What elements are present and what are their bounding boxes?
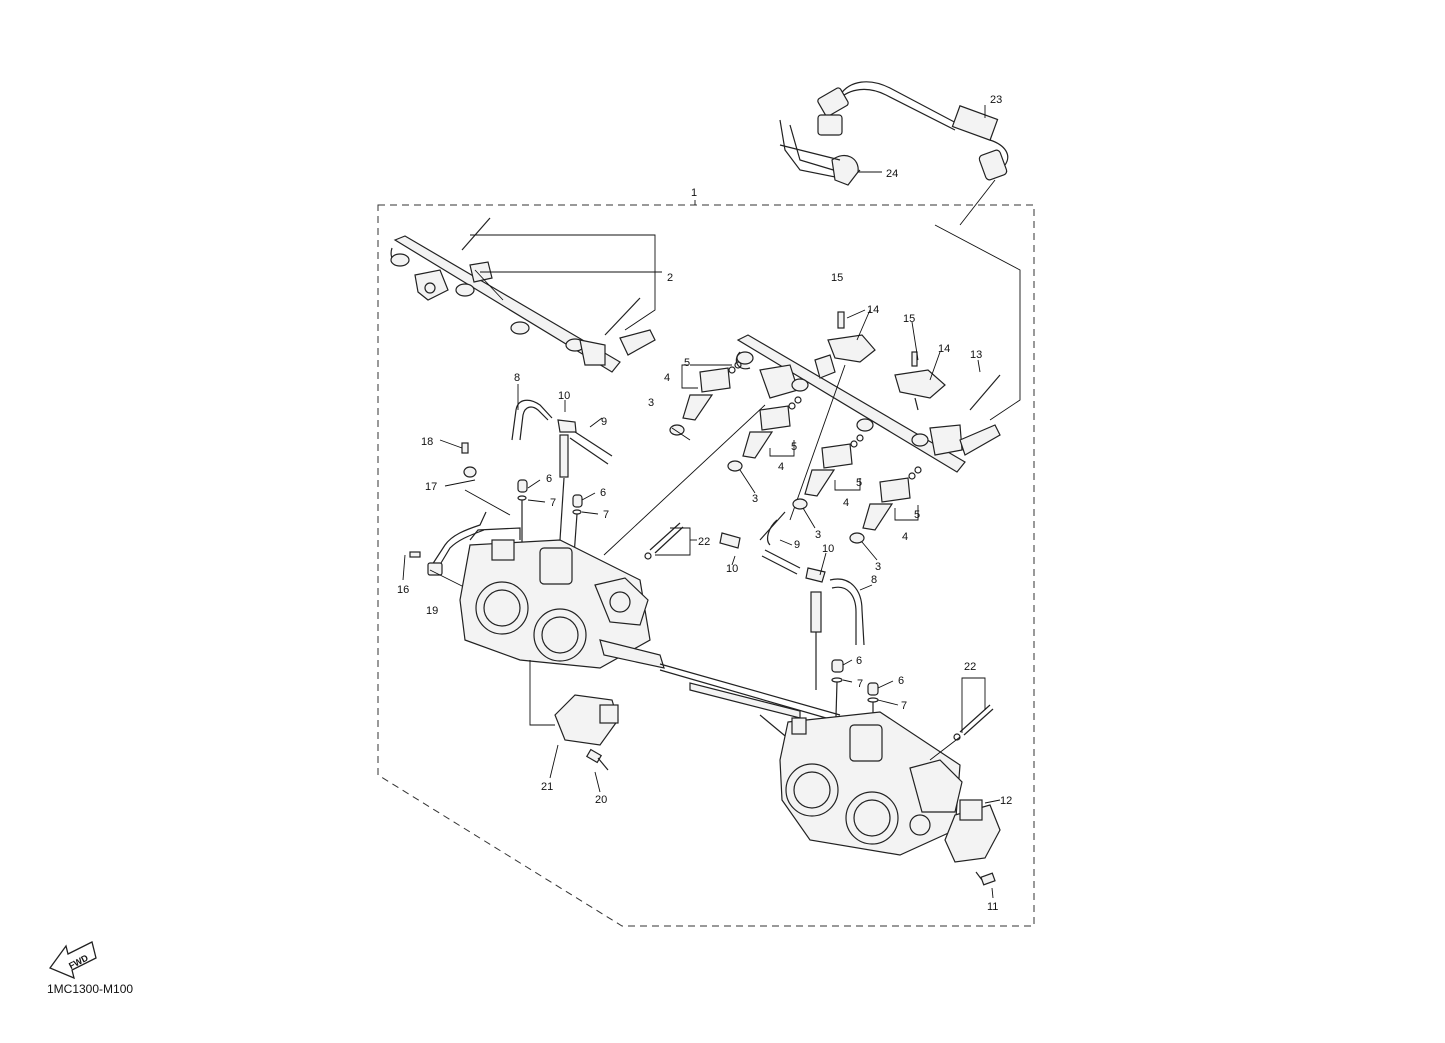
callout-19: 19 <box>426 605 438 617</box>
callout-3: 3 <box>752 493 758 505</box>
callout-5: 5 <box>791 441 797 453</box>
callout-6: 6 <box>856 655 862 667</box>
fwd-arrow-icon: FWD <box>48 941 97 980</box>
fitting-22-right <box>953 704 994 741</box>
callout-10: 10 <box>558 390 570 402</box>
callout-6: 6 <box>546 473 552 485</box>
callout-12: 12 <box>1000 795 1012 807</box>
callout-3: 3 <box>875 561 881 573</box>
callout-5: 5 <box>856 477 862 489</box>
callout-22: 22 <box>964 661 976 673</box>
callout-24: 24 <box>886 168 898 180</box>
sensor-mid <box>894 351 946 411</box>
callout-17: 17 <box>425 481 437 493</box>
callout-4: 4 <box>778 461 784 473</box>
callout-13: 13 <box>970 349 982 361</box>
injector-1 <box>669 361 742 436</box>
callout-7: 7 <box>901 700 907 712</box>
callout-5: 5 <box>914 509 920 521</box>
fitting-22-left <box>644 522 684 560</box>
diagram-code: 1MC1300-M100 <box>47 982 134 996</box>
wire-harness <box>779 81 1009 186</box>
callout-7: 7 <box>603 509 609 521</box>
callout-2: 2 <box>667 272 673 284</box>
callout-1: 1 <box>691 187 697 199</box>
injector-3 <box>792 434 864 510</box>
callout-23: 23 <box>990 94 1002 106</box>
sensor-21 <box>554 694 619 771</box>
fuel-rail-left <box>390 217 656 373</box>
callout-14: 14 <box>938 343 950 355</box>
hoses-right <box>719 511 879 760</box>
callout-7: 7 <box>857 678 863 690</box>
throttle-body-left <box>459 527 841 723</box>
callout-10: 10 <box>822 543 834 555</box>
hose-16-19 <box>409 442 511 601</box>
callout-labels: 1 2 3 3 3 3 4 4 4 4 5 5 5 5 6 6 6 6 7 7 … <box>397 94 1012 913</box>
callout-7: 7 <box>550 497 556 509</box>
callout-11: 11 <box>987 901 998 913</box>
injector-2 <box>727 396 802 472</box>
injectors <box>669 361 922 544</box>
callout-14: 14 <box>867 304 879 316</box>
callout-22: 22 <box>698 536 710 548</box>
sensor-12 <box>944 799 1001 886</box>
assembly-boundary <box>377 204 1035 927</box>
callout-9: 9 <box>794 539 800 551</box>
callout-4: 4 <box>902 531 908 543</box>
callout-3: 3 <box>648 397 654 409</box>
callout-8: 8 <box>871 574 877 586</box>
callout-10: 10 <box>726 563 738 575</box>
sensor-upper <box>789 311 876 521</box>
callout-15: 15 <box>831 272 843 284</box>
callout-21: 21 <box>541 781 553 793</box>
callout-18: 18 <box>421 436 433 448</box>
callout-3: 3 <box>815 529 821 541</box>
callout-4: 4 <box>664 372 670 384</box>
fuel-rail-right <box>735 334 1001 473</box>
callout-15: 15 <box>903 313 915 325</box>
injector-4 <box>849 466 922 544</box>
callout-5: 5 <box>684 357 690 369</box>
callout-6: 6 <box>898 675 904 687</box>
hoses-left <box>511 399 613 580</box>
callout-8: 8 <box>514 372 520 384</box>
callout-4: 4 <box>843 497 849 509</box>
callout-16: 16 <box>397 584 409 596</box>
throttle-body-right <box>779 711 963 856</box>
callout-20: 20 <box>595 794 607 806</box>
callout-9: 9 <box>601 416 607 428</box>
callout-6: 6 <box>600 487 606 499</box>
